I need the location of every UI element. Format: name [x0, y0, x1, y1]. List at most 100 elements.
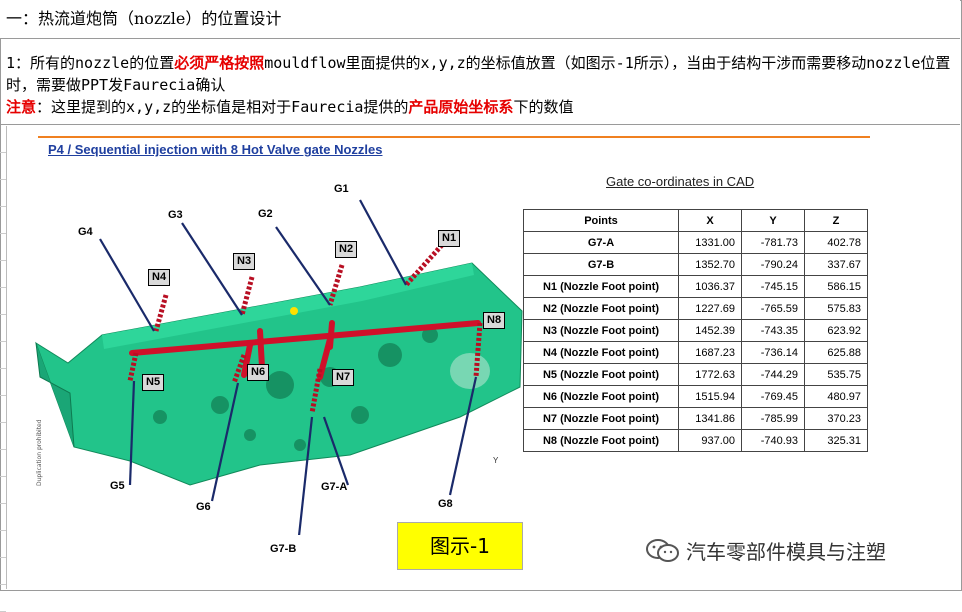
note-text: ：这里提到的x,y,z的坐标值是相对于Faurecia提供的 — [36, 98, 409, 116]
coordinate-cell: -781.73 — [741, 231, 805, 254]
section-title-row: 一：热流道炮筒（nozzle）的位置设计 — [0, 0, 960, 39]
coordinate-cell: 586.15 — [804, 275, 868, 298]
nozzle-n2 — [327, 264, 345, 306]
nozzle-n4 — [153, 294, 169, 332]
label-n3: N3 — [233, 253, 256, 270]
coordinate-cell: -740.93 — [741, 429, 805, 452]
side-note: Duplication prohibited — [36, 419, 43, 486]
coordinate-cell: 1452.39 — [678, 319, 742, 342]
leader-g8 — [448, 376, 478, 496]
point-name-cell: N5 (Nozzle Foot point) — [523, 363, 679, 386]
nozzle-n3 — [239, 276, 255, 316]
coordinate-cell: 1352.70 — [678, 253, 742, 276]
coordinate-cell: 370.23 — [804, 407, 868, 430]
coordinate-cell: 1331.00 — [678, 231, 742, 254]
label-g1: G1 — [334, 183, 349, 195]
point-name-cell: G7-B — [523, 253, 679, 276]
row-header-strip — [0, 126, 7, 612]
label-g4: G4 — [78, 226, 93, 238]
leader-g3 — [181, 222, 243, 316]
table-header-row: Points X Y Z — [523, 209, 868, 232]
attention-label: 注意 — [6, 98, 37, 116]
coordinate-cell: 402.78 — [804, 231, 868, 254]
column-header: Y — [741, 209, 805, 232]
point-name-cell: G7-A — [523, 231, 679, 254]
point-name-cell: N6 (Nozzle Foot point) — [523, 385, 679, 408]
point-name-cell: N7 (Nozzle Foot point) — [523, 407, 679, 430]
nozzle-n7 — [309, 368, 323, 414]
slide-title: P4 / Sequential injection with 8 Hot Val… — [48, 142, 383, 157]
coordinate-cell: 625.88 — [804, 341, 868, 364]
emphasis-text: 产品原始坐标系 — [408, 98, 514, 116]
coordinate-cell: -743.35 — [741, 319, 805, 342]
column-header: Z — [804, 209, 868, 232]
point-name-cell: N4 (Nozzle Foot point) — [523, 341, 679, 364]
point-name-cell: N8 (Nozzle Foot point) — [523, 429, 679, 452]
nozzle-n8 — [473, 322, 483, 378]
label-n5: N5 — [142, 374, 165, 391]
leader-g2 — [275, 226, 331, 306]
coordinate-cell: -785.99 — [741, 407, 805, 430]
label-g7b: G7-B — [270, 543, 297, 555]
mold-part-diagram: Y — [35, 199, 523, 535]
coordinate-cell: 1772.63 — [678, 363, 742, 386]
coordinate-cell: 1036.37 — [678, 275, 742, 298]
coordinate-cell: -744.29 — [741, 363, 805, 386]
label-n6: N6 — [247, 364, 270, 381]
coordinate-cell: -790.24 — [741, 253, 805, 276]
label-n4: N4 — [148, 269, 171, 286]
label-g7a: G7-A — [321, 481, 348, 493]
leader-g4 — [99, 238, 155, 332]
section-title: 一：热流道炮筒（nozzle）的位置设计 — [6, 9, 282, 28]
coordinate-cell: 480.97 — [804, 385, 868, 408]
column-header: Points — [523, 209, 679, 232]
instruction-text: 1：所有的nozzle的位置必须严格按照mouldflow里面提供的x,y,z的… — [0, 39, 960, 125]
emphasis-text: 必须严格按照 — [174, 54, 265, 72]
wechat-icon — [646, 538, 679, 562]
coordinate-cell: 1515.94 — [678, 385, 742, 408]
coordinate-cell: -769.45 — [741, 385, 805, 408]
coordinate-cell: 623.92 — [804, 319, 868, 342]
label-g6: G6 — [196, 501, 211, 513]
label-n1: N1 — [438, 230, 461, 247]
coordinate-cell: 337.67 — [804, 253, 868, 276]
label-g5: G5 — [110, 480, 125, 492]
figure-caption: 图示-1 — [397, 522, 523, 570]
coordinate-cell: -736.14 — [741, 341, 805, 364]
label-n7: N7 — [332, 369, 355, 386]
coordinate-cell: -745.15 — [741, 275, 805, 298]
point-name-cell: N3 (Nozzle Foot point) — [523, 319, 679, 342]
table-title: Gate co-ordinates in CAD — [606, 174, 755, 189]
point-name-cell: N1 (Nozzle Foot point) — [523, 275, 679, 298]
nozzle-n1 — [404, 243, 444, 287]
slide-divider — [38, 136, 870, 138]
note-text: mouldflow里面提供的x,y,z的坐标值放置（如图示-1所示），当由于结构… — [6, 54, 951, 94]
leader-g6 — [210, 382, 240, 502]
label-g3: G3 — [168, 209, 183, 221]
coordinate-cell: 325.31 — [804, 429, 868, 452]
coordinate-cell: 575.83 — [804, 297, 868, 320]
label-n2: N2 — [335, 241, 358, 258]
note-text: 1：所有的nozzle的位置 — [6, 54, 175, 72]
coordinate-cell: -765.59 — [741, 297, 805, 320]
watermark-text: 汽车零部件模具与注塑 — [686, 540, 886, 564]
coordinate-cell: 937.00 — [678, 429, 742, 452]
coordinate-cell: 1687.23 — [678, 341, 742, 364]
label-g8: G8 — [438, 498, 453, 510]
leader-g7b — [297, 416, 314, 535]
coordinate-cell: 1227.69 — [678, 297, 742, 320]
axis-label: Y — [493, 456, 499, 465]
label-n8: N8 — [483, 312, 506, 329]
coordinate-cell: 1341.86 — [678, 407, 742, 430]
leader-g1 — [359, 199, 407, 286]
